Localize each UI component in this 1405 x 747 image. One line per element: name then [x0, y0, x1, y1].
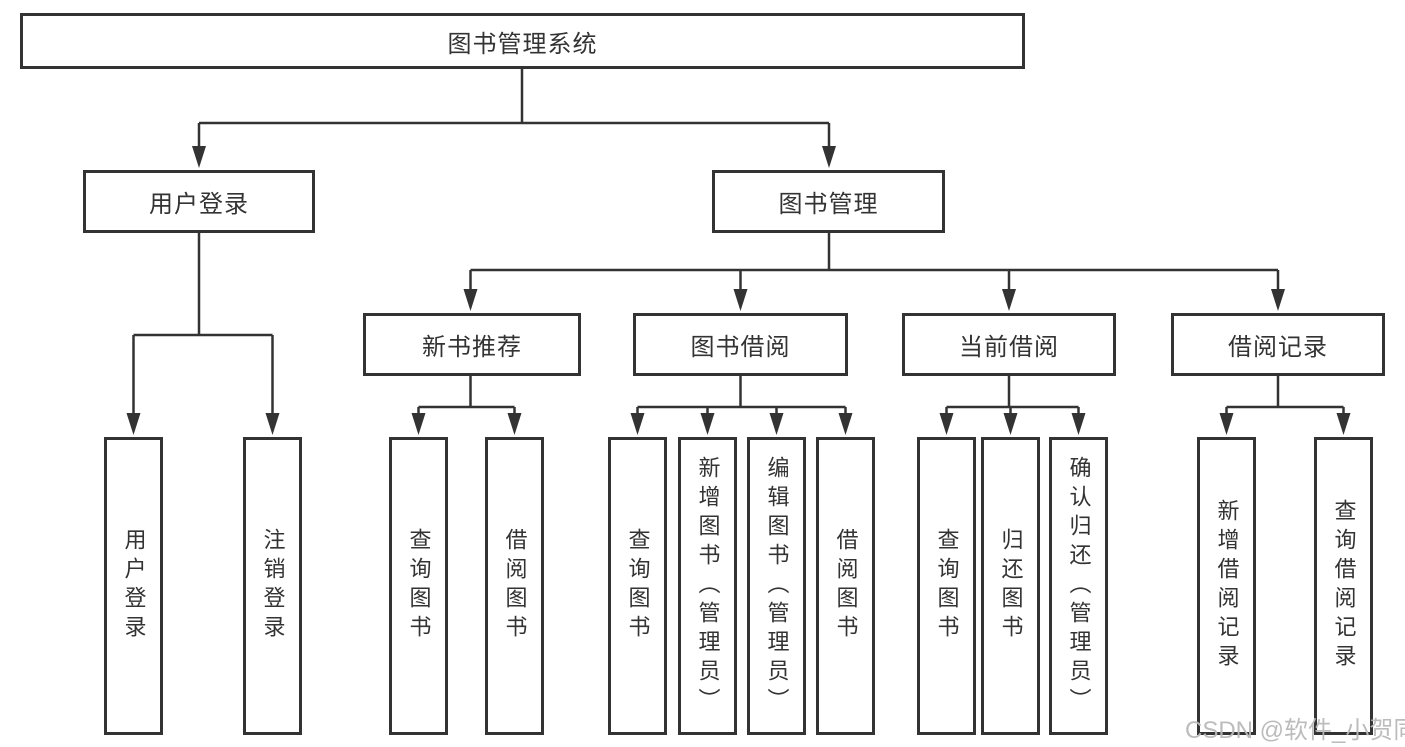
- arrow-icon: [265, 413, 280, 435]
- node-borrowing-records-label: 借阅记录: [1228, 334, 1328, 361]
- arrow-icon: [1003, 413, 1018, 435]
- node-borrow-books-borrowing-label: 借阅图书: [833, 528, 859, 644]
- node-add-books-admin-label: 新增图书（管理员）: [695, 455, 721, 717]
- edge-newbook-to-leaves: [417, 376, 516, 417]
- arrow-icon: [1336, 413, 1351, 435]
- arrow-icon: [822, 146, 836, 168]
- node-query-books-current-label: 查询图书: [934, 528, 960, 644]
- node-root: 图书管理系统: [20, 13, 1025, 69]
- node-confirm-return-admin: 确认归还（管理员）: [1049, 437, 1108, 735]
- node-root-label: 图书管理系统: [447, 30, 598, 58]
- node-add-books-admin: 新增图书（管理员）: [678, 437, 737, 735]
- node-borrow-books-recommend-label: 借阅图书: [502, 528, 528, 644]
- arrow-icon: [463, 289, 478, 311]
- edge-records-to-leaves: [1225, 376, 1345, 417]
- node-user-login-leaf-label: 用户登录: [121, 528, 147, 644]
- node-user-login: 用户登录: [83, 170, 315, 233]
- arrow-icon: [1071, 413, 1086, 435]
- node-borrow-books-recommend: 借阅图书: [485, 437, 544, 735]
- arrow-icon: [939, 413, 954, 435]
- arrow-icon: [838, 413, 853, 435]
- node-book-management-label: 图书管理: [778, 191, 879, 218]
- node-query-books-borrowing: 查询图书: [608, 437, 667, 735]
- node-user-login-leaf: 用户登录: [104, 437, 163, 735]
- node-return-books: 归还图书: [981, 437, 1040, 735]
- node-query-borrow-record-label: 查询借阅记录: [1331, 499, 1357, 673]
- node-book-borrowing: 图书借阅: [633, 313, 848, 376]
- node-book-borrowing-label: 图书借阅: [690, 334, 791, 361]
- node-query-books-current: 查询图书: [917, 437, 976, 735]
- arrow-icon: [700, 413, 715, 435]
- arrow-icon: [630, 413, 645, 435]
- node-edit-books-admin: 编辑图书（管理员）: [747, 437, 806, 735]
- edge-currentborrow-to-leaves: [945, 376, 1080, 417]
- edge-bookmgmt-to-level2: [469, 233, 1280, 293]
- arrow-icon: [1002, 289, 1016, 311]
- arrowheads: [126, 146, 1351, 435]
- arrow-icon: [1219, 413, 1234, 435]
- node-query-borrow-record: 查询借阅记录: [1314, 437, 1373, 735]
- node-edit-books-admin-label: 编辑图书（管理员）: [764, 455, 790, 717]
- edge-root-to-level1: [197, 69, 831, 150]
- arrow-icon: [733, 289, 748, 311]
- edge-userlogin-to-leaves: [132, 233, 274, 417]
- edge-bookborrow-to-leaves: [636, 376, 847, 417]
- node-current-borrowing: 当前借阅: [902, 313, 1116, 376]
- arrow-icon: [192, 146, 206, 168]
- node-logout: 注销登录: [243, 437, 302, 735]
- node-add-borrow-record: 新增借阅记录: [1197, 437, 1256, 735]
- node-new-book-recommend-label: 新书推荐: [422, 334, 522, 361]
- node-book-management: 图书管理: [712, 170, 945, 233]
- csdn-watermark: CSDN @软件_小贺同学: [1185, 717, 1405, 744]
- arrow-icon: [411, 413, 426, 435]
- arrow-icon: [769, 413, 784, 435]
- arrow-icon: [507, 413, 522, 435]
- node-query-books-borrowing-label: 查询图书: [625, 528, 651, 644]
- arrow-icon: [126, 413, 141, 435]
- node-query-books-recommend: 查询图书: [389, 437, 448, 735]
- node-current-borrowing-label: 当前借阅: [959, 334, 1059, 361]
- arrow-icon: [1271, 289, 1285, 311]
- node-new-book-recommend: 新书推荐: [363, 313, 581, 376]
- node-user-login-label: 用户登录: [149, 191, 249, 218]
- node-add-borrow-record-label: 新增借阅记录: [1214, 499, 1240, 673]
- node-confirm-return-admin-label: 确认归还（管理员）: [1066, 455, 1092, 717]
- node-borrowing-records: 借阅记录: [1171, 313, 1385, 376]
- node-query-books-recommend-label: 查询图书: [406, 528, 432, 644]
- node-logout-label: 注销登录: [260, 528, 286, 644]
- node-return-books-label: 归还图书: [998, 528, 1024, 644]
- node-borrow-books-borrowing: 借阅图书: [816, 437, 875, 735]
